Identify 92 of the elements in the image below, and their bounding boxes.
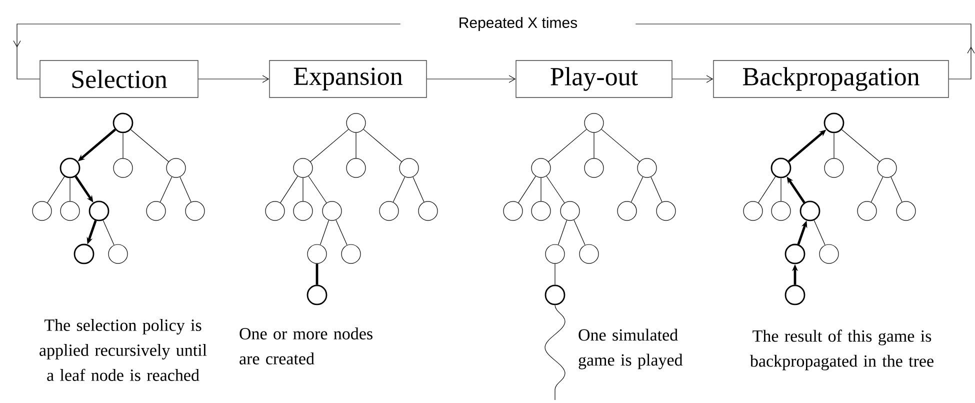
tree-node: [112, 112, 134, 134]
tree-node: [60, 158, 80, 178]
tree-node: [166, 158, 186, 178]
tree-node: [346, 113, 366, 133]
arrow: [426, 75, 516, 83]
tree-edge: [302, 177, 304, 202]
wavy-line: [544, 304, 566, 400]
tree-node: [531, 201, 551, 221]
tree-edge: [548, 129, 587, 162]
tree-node: [113, 158, 133, 178]
tree-edge: [122, 132, 124, 158]
tree-node: [341, 244, 361, 264]
arrow: [672, 75, 714, 83]
tree-edge: [180, 176, 192, 202]
tree-node: [531, 158, 551, 178]
tree-node: [503, 201, 523, 221]
tree-node: [584, 113, 604, 133]
tree-edge: [780, 178, 782, 202]
tree-node: [770, 158, 792, 178]
edge-label: Repeated X times: [400, 15, 636, 33]
tree-node: [74, 244, 94, 264]
tree-edge: [316, 264, 318, 285]
tree-edge: [540, 177, 542, 202]
tree-edge: [574, 220, 586, 246]
tree-edge: [47, 176, 65, 204]
tree-node: [800, 200, 820, 222]
tree-node: [819, 244, 839, 264]
tree-node: [560, 201, 580, 221]
tree-node: [88, 200, 110, 222]
tree-node: [784, 244, 806, 264]
tree-edge: [336, 220, 348, 246]
tree-edge: [130, 129, 169, 162]
tree-edge: [412, 176, 424, 202]
tree-node: [306, 284, 328, 306]
tree-node: [307, 244, 327, 264]
description-text: One simulated game is played: [578, 328, 683, 370]
tree-node: [379, 201, 399, 221]
tree-node: [896, 201, 916, 221]
tree-node: [656, 201, 676, 221]
tree-node: [32, 201, 52, 221]
tree-edge: [841, 129, 880, 162]
arrow: [198, 75, 270, 83]
tree-edge: [758, 176, 776, 204]
tree-edge: [554, 263, 556, 286]
tree-node: [60, 201, 80, 221]
tree-node: [399, 158, 419, 178]
tree-node: [824, 112, 844, 134]
tree-edge: [310, 129, 349, 162]
tree-edge: [518, 176, 536, 204]
tree-node: [771, 201, 791, 221]
step-box: Play-out: [516, 60, 672, 98]
tree-node: [322, 201, 342, 221]
tree-edge: [558, 220, 568, 246]
description-text: The selection policy is applied recursively until a leaf node is reached: [40, 319, 207, 381]
tree-node: [293, 158, 313, 178]
tree-node: [579, 244, 599, 264]
step-box: Selection: [40, 60, 198, 98]
tree-edge: [814, 220, 826, 246]
tree-node: [185, 201, 205, 221]
tree-node: [784, 284, 806, 306]
tree-node: [584, 158, 604, 178]
step-box: Expansion: [269, 60, 427, 98]
tree-edge: [870, 176, 884, 202]
tree-edge: [601, 129, 640, 162]
tree-node: [265, 201, 285, 221]
tree-node: [418, 201, 438, 221]
tree-node: [108, 244, 128, 264]
tree-node: [545, 244, 565, 264]
tree-node: [346, 158, 366, 178]
tree-node: [857, 201, 877, 221]
tree-edge: [102, 220, 114, 246]
tree-edge: [546, 176, 565, 204]
tree-edge: [392, 176, 406, 202]
tree-node: [146, 201, 166, 221]
step-box: Backpropagation: [713, 60, 949, 98]
description-text: One or more nodes are created: [240, 328, 372, 364]
tree-edge: [650, 176, 662, 202]
tree-edge: [890, 176, 902, 202]
tree-edge: [363, 129, 402, 162]
tree-node: [743, 201, 763, 221]
tree-node: [544, 284, 566, 306]
description-text: The result of this game is backpropagated in the tree: [750, 330, 934, 370]
tree-edge: [630, 176, 644, 202]
tree-node: [637, 158, 657, 178]
tree-edge: [160, 176, 172, 202]
tree-node: [617, 201, 637, 221]
tree-edge: [280, 176, 298, 204]
tree-node: [824, 158, 844, 178]
tree-edge: [320, 220, 330, 246]
tree-node: [877, 158, 897, 178]
tree-node: [293, 201, 313, 221]
tree-edge: [308, 176, 327, 204]
